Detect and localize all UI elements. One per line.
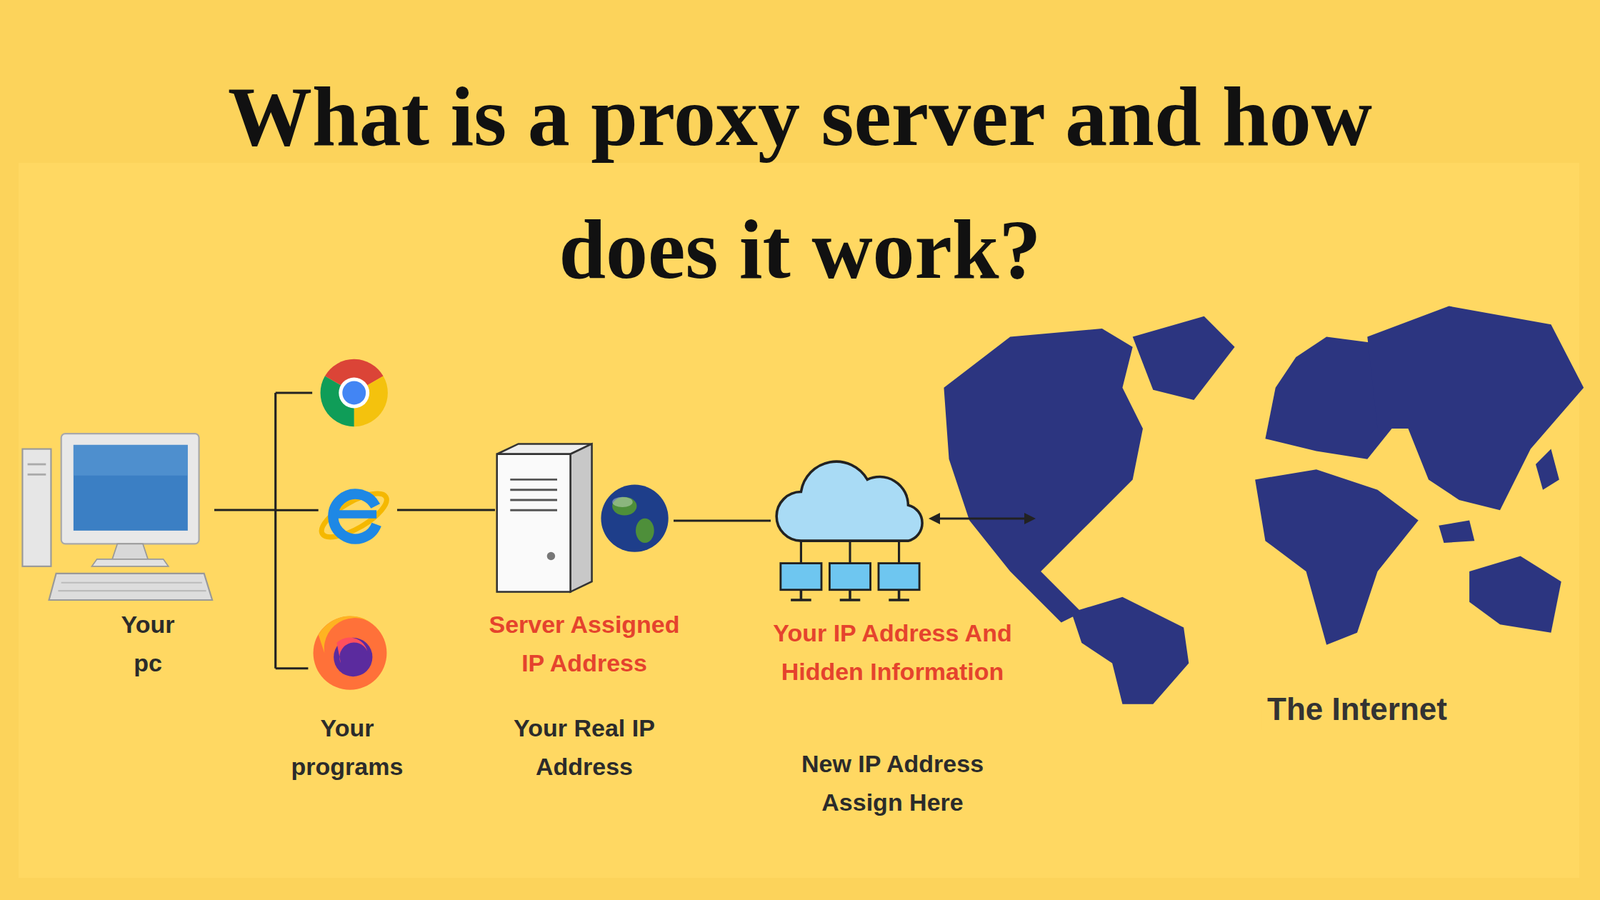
arrowhead [1024,512,1036,525]
connector [938,517,1026,520]
icon-node: Server Assigned IP AddressYour Real IP A… [495,449,674,593]
globe-icon [600,485,668,553]
server-icon [497,443,593,592]
icon-node: Your pc [25,433,215,603]
ie-icon [315,485,393,546]
node-label: Your IP Address And Hidden Information [750,613,1036,691]
node-label: Server Assigned IP Address [480,605,688,683]
arrowhead [928,512,940,525]
label-group: The Internet [1261,688,1453,730]
label-group: Server Assigned IP AddressYour Real IP A… [477,605,692,786]
node-label: The Internet [1261,688,1453,730]
chrome-icon [320,359,388,427]
icon-node: Your programs [275,351,398,693]
node-label: Your Real IP Address [477,708,692,786]
node-label: New IP Address Assign Here [785,744,1000,822]
connector [214,509,276,512]
icon-node: The Internet [1035,306,1582,705]
label-group: Your programs [275,708,419,786]
connector [673,520,771,523]
icon-node: Your IP Address And Hidden InformationNe… [770,469,929,608]
node-label: Your pc [112,605,184,683]
title: What is a proxy server and how does it w… [139,50,1461,317]
world-map [943,306,1584,705]
pc-icon [22,433,213,600]
label-group: Your IP Address And Hidden InformationNe… [750,613,1036,822]
node-label: Your programs [275,708,419,786]
cloud-network-icon [776,461,923,600]
bracket [275,392,319,669]
connector [397,509,495,512]
label-group: Your pc [112,605,184,683]
firefox-icon [313,616,388,690]
